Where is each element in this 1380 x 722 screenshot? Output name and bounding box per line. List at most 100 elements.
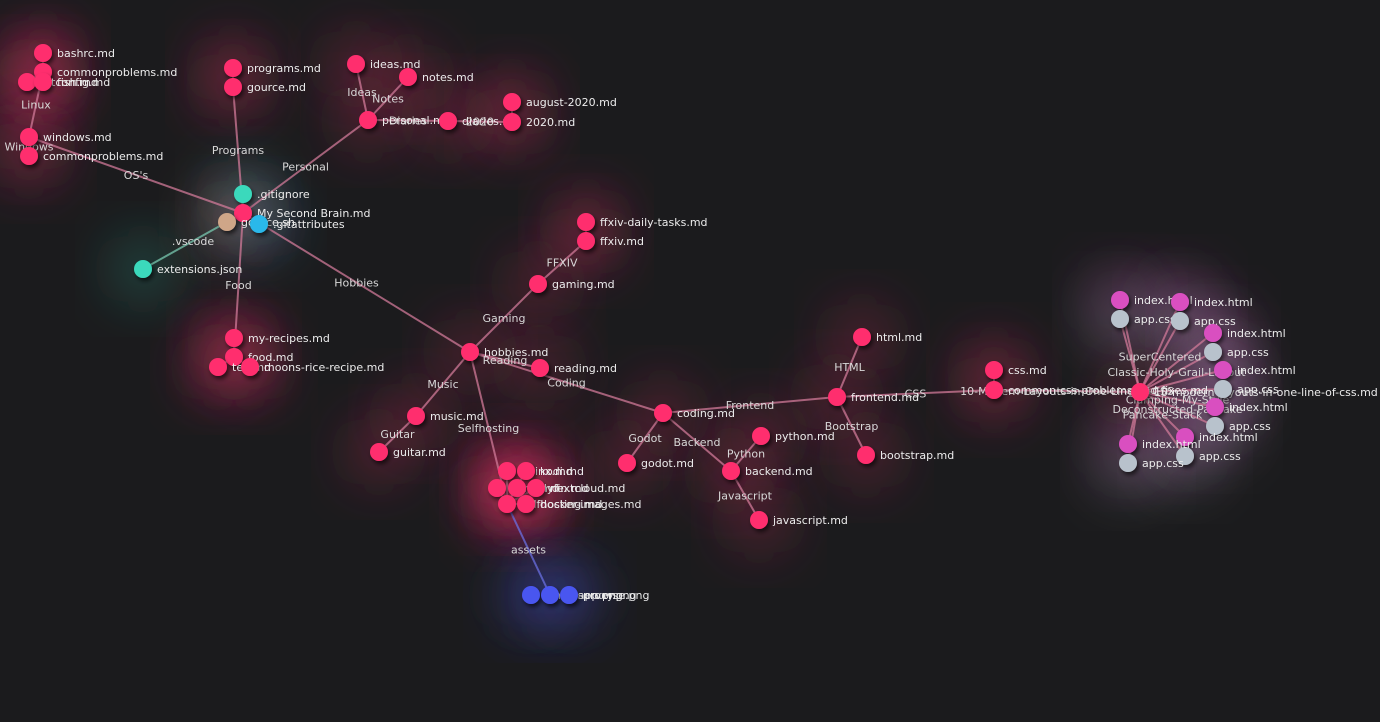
graph-node[interactable]: godot.md xyxy=(618,454,694,472)
graph-node[interactable]: .gitattributes xyxy=(250,215,345,233)
node-dot[interactable] xyxy=(560,586,578,604)
node-dot[interactable] xyxy=(34,44,52,62)
graph-node[interactable]: 10-modern-layouts-in-one-line-of-css.md xyxy=(1131,383,1378,401)
node-dot[interactable] xyxy=(134,260,152,278)
graph-node[interactable]: backend.md xyxy=(722,462,813,480)
graph-node[interactable]: personal.md xyxy=(359,111,451,129)
graph-node[interactable]: javascript.md xyxy=(750,511,848,529)
node-dot[interactable] xyxy=(618,454,636,472)
node-dot[interactable] xyxy=(1204,324,1222,342)
node-dot[interactable] xyxy=(234,185,252,203)
node-dot[interactable] xyxy=(250,215,268,233)
node-dot[interactable] xyxy=(370,443,388,461)
graph-node[interactable]: music.md xyxy=(407,407,484,425)
node-dot[interactable] xyxy=(1171,312,1189,330)
graph-node[interactable]: index.html xyxy=(1176,428,1258,446)
graph-node[interactable]: fish.md xyxy=(34,73,98,91)
node-dot[interactable] xyxy=(488,479,506,497)
node-dot[interactable] xyxy=(1206,417,1224,435)
node-dot[interactable] xyxy=(750,511,768,529)
node-dot[interactable] xyxy=(985,361,1003,379)
graph-node[interactable]: selfhosting.md xyxy=(498,495,602,513)
node-dot[interactable] xyxy=(985,381,1003,399)
node-dot[interactable] xyxy=(654,404,672,422)
node-dot[interactable] xyxy=(241,358,259,376)
graph-node[interactable]: app.css xyxy=(1206,417,1271,435)
node-dot[interactable] xyxy=(541,586,559,604)
graph-node[interactable]: docker-images.md xyxy=(517,495,641,513)
node-dot[interactable] xyxy=(18,73,36,91)
node-dot[interactable] xyxy=(508,479,526,497)
node-dot[interactable] xyxy=(1111,291,1129,309)
node-dot[interactable] xyxy=(577,213,595,231)
graph-node[interactable]: reading.md xyxy=(531,359,617,377)
graph-node[interactable]: nextcloud.md xyxy=(527,479,625,497)
node-dot[interactable] xyxy=(224,59,242,77)
graph-node[interactable]: ffxiv-daily-tasks.md xyxy=(577,213,708,231)
node-dot[interactable] xyxy=(1204,343,1222,361)
node-dot[interactable] xyxy=(461,343,479,361)
graph-node[interactable]: app.css xyxy=(1204,343,1269,361)
node-dot[interactable] xyxy=(1119,454,1137,472)
node-dot[interactable] xyxy=(527,479,545,497)
node-dot[interactable] xyxy=(439,112,457,130)
graph-node[interactable]: gaming.md xyxy=(529,275,615,293)
graph-node[interactable]: app.css xyxy=(1119,454,1184,472)
node-dot[interactable] xyxy=(1111,310,1129,328)
graph-node[interactable]: my-recipes.md xyxy=(225,329,330,347)
graph-node[interactable]: index.html xyxy=(1214,361,1296,379)
graph-node[interactable]: commonproblems.md xyxy=(20,147,163,165)
graph-node[interactable]: extensions.json xyxy=(134,260,242,278)
node-dot[interactable] xyxy=(359,111,377,129)
node-dot[interactable] xyxy=(752,427,770,445)
graph-node[interactable]: index.html xyxy=(1119,435,1201,453)
graph-node[interactable]: kodi.md xyxy=(517,462,584,480)
node-dot[interactable] xyxy=(1176,447,1194,465)
node-dot[interactable] xyxy=(1176,428,1194,446)
graph-node[interactable]: gitconfig.md xyxy=(18,73,110,91)
node-dot[interactable] xyxy=(1119,435,1137,453)
node-dot[interactable] xyxy=(503,113,521,131)
node-dot[interactable] xyxy=(498,462,516,480)
node-dot[interactable] xyxy=(399,68,417,86)
graph-node[interactable]: ffxiv.md xyxy=(577,232,644,250)
graph-node[interactable]: ideas.md xyxy=(347,55,420,73)
node-dot[interactable] xyxy=(722,462,740,480)
graph-node[interactable]: windows.md xyxy=(20,128,112,146)
node-dot[interactable] xyxy=(234,204,252,222)
graph-node[interactable]: tea.md xyxy=(209,358,271,376)
graph-node[interactable]: app.css xyxy=(1214,380,1279,398)
node-dot[interactable] xyxy=(1131,383,1149,401)
graph-node[interactable]: gource.md xyxy=(224,78,306,96)
node-dot[interactable] xyxy=(209,358,227,376)
graph-node[interactable]: .gitignore xyxy=(234,185,310,203)
graph-node[interactable]: guitar.md xyxy=(370,443,446,461)
graph-node[interactable]: notes.md xyxy=(399,68,474,86)
graph-node[interactable]: html.md xyxy=(853,328,922,346)
node-dot[interactable] xyxy=(1214,361,1232,379)
graph-node[interactable]: index.html xyxy=(1204,324,1286,342)
node-dot[interactable] xyxy=(20,147,38,165)
graph-node[interactable]: app.css xyxy=(1171,312,1236,330)
node-dot[interactable] xyxy=(517,462,535,480)
graph-node[interactable]: august-2020.md xyxy=(503,93,617,111)
node-dot[interactable] xyxy=(1206,398,1224,416)
node-dot[interactable] xyxy=(225,329,243,347)
node-dot[interactable] xyxy=(517,495,535,513)
node-dot[interactable] xyxy=(498,495,516,513)
graph-node[interactable]: jellyfin.md xyxy=(508,479,589,497)
graph-node[interactable]: index.html xyxy=(1171,293,1253,311)
graph-node[interactable]: bootstrap.md xyxy=(857,446,954,464)
graph-node[interactable]: app.css xyxy=(1111,310,1176,328)
graph-node[interactable]: app.css xyxy=(1176,447,1241,465)
node-dot[interactable] xyxy=(347,55,365,73)
graph-node[interactable]: food.md xyxy=(225,348,294,366)
node-dot[interactable] xyxy=(503,93,521,111)
node-dot[interactable] xyxy=(225,348,243,366)
node-dot[interactable] xyxy=(224,78,242,96)
node-dot[interactable] xyxy=(1171,293,1189,311)
node-dot[interactable] xyxy=(529,275,547,293)
node-dot[interactable] xyxy=(407,407,425,425)
graph-node[interactable]: programs.md xyxy=(224,59,321,77)
